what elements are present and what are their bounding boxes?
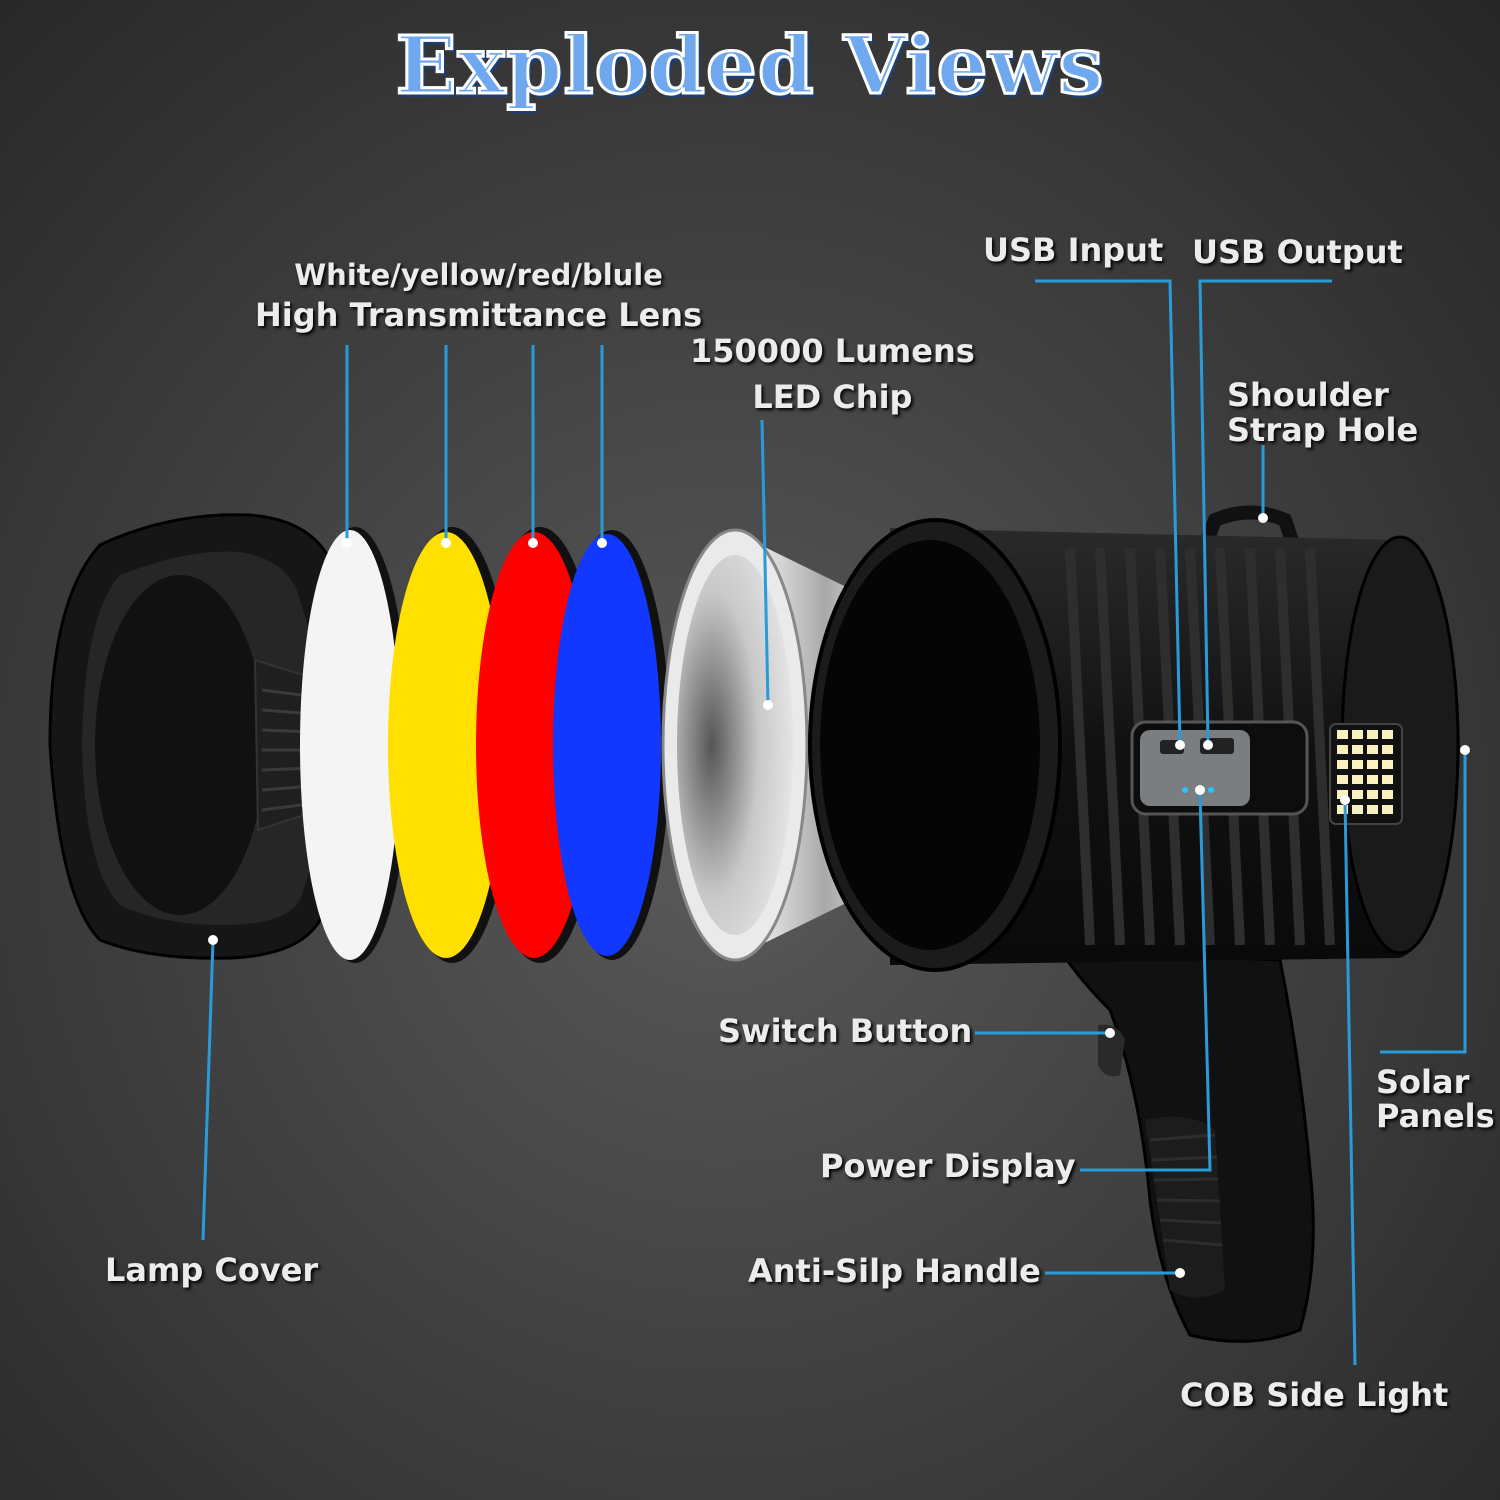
cob-light-label: COB Side Light (1180, 1376, 1449, 1414)
lens-white (300, 527, 409, 963)
handle-label: Anti-Silp Handle (748, 1252, 1041, 1290)
switch-button-label: Switch Button (718, 1012, 973, 1050)
strap-hole-label-line2: Strap Hole (1227, 411, 1419, 449)
lens-label: White/yellow/red/blule High Transmittanc… (255, 257, 702, 333)
solar-panels-label-line2: Panels (1376, 1097, 1495, 1135)
solar-panels-label-line1: Solar (1376, 1063, 1470, 1101)
power-display-label: Power Display (820, 1147, 1076, 1185)
led-chip-label: 150000 Lumens LED Chip (690, 333, 975, 415)
lens-yellow (388, 527, 514, 963)
lens-label-line1: White/yellow/red/blule (294, 258, 663, 292)
lamp-cover-part (48, 513, 376, 960)
lamp-cover-label: Lamp Cover (105, 1251, 319, 1289)
leader-dots (208, 513, 1470, 1278)
strap-hole-label: Shoulder Strap Hole (1227, 378, 1418, 448)
flashlight-body (808, 505, 1460, 1343)
leader-lines (201, 279, 1467, 1366)
led-chip-label-line2: LED Chip (752, 378, 913, 416)
lens-blue (553, 530, 670, 960)
diagram-title: Exploded Views (394, 17, 1105, 114)
led-chip-label-line1: 150000 Lumens (690, 332, 975, 370)
lens-label-line2: High Transmittance Lens (255, 296, 703, 334)
usb-output-label: USB Output (1192, 233, 1403, 271)
usb-input-label: USB Input (983, 231, 1164, 269)
solar-panels-label: Solar Panels (1376, 1065, 1495, 1133)
strap-hole-label-line1: Shoulder (1227, 376, 1389, 414)
